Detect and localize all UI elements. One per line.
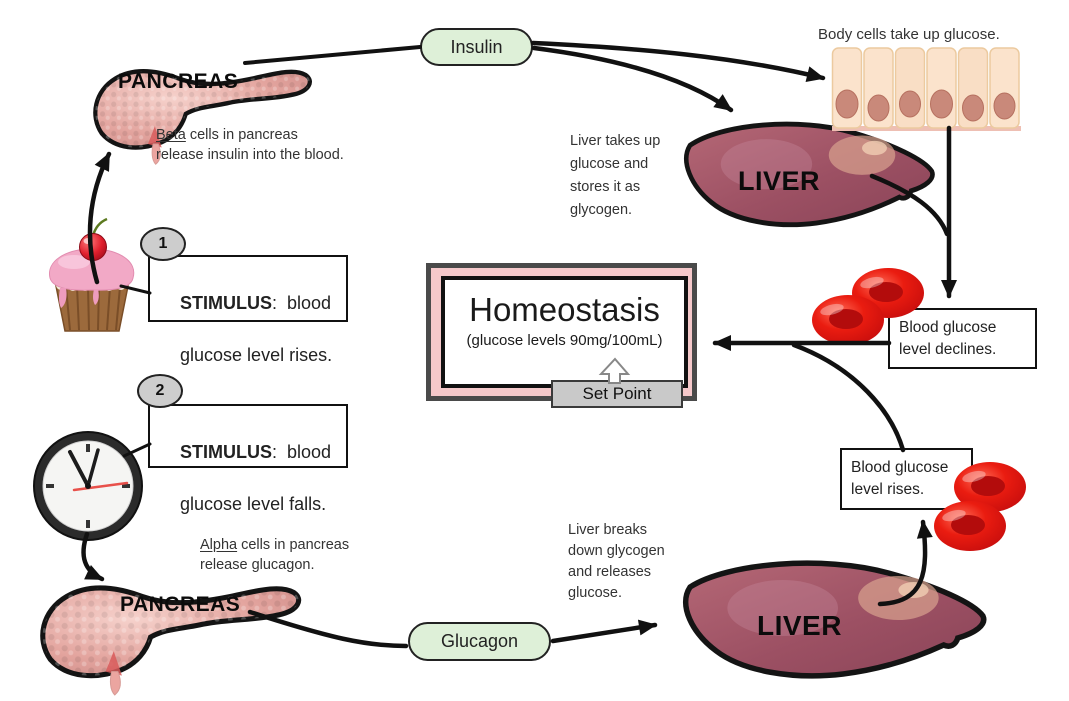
stimulus-2-badge: 2 xyxy=(137,374,183,408)
liver-bottom-label: LIVER xyxy=(757,610,842,641)
set-point-label: Set Point xyxy=(551,380,683,408)
cell-nuclei xyxy=(835,89,1016,122)
body-cells-illustration xyxy=(831,47,1021,131)
homeostasis-subtitle: (glucose levels 90mg/100mL) xyxy=(466,332,663,349)
pancreas-bottom-illustration xyxy=(34,566,306,698)
beta-cells-note: Beta cells in pancreas release insulin i… xyxy=(156,127,344,163)
body-cells-caption: Body cells take up glucose. xyxy=(818,26,1000,43)
glucagon-capsule-label: Glucagon xyxy=(408,622,551,661)
stimulus-1-box: STIMULUS: blood glucose level rises. xyxy=(148,255,348,365)
insulin-capsule-label: Insulin xyxy=(420,28,533,66)
homeostasis-inner-box: Homeostasis (glucose levels 90mg/100mL) xyxy=(441,276,688,388)
cupcake-illustration xyxy=(49,217,135,332)
homeostasis-box: Homeostasis (glucose levels 90mg/100mL) … xyxy=(426,263,697,408)
stimulus-1-badge: 1 xyxy=(140,227,186,261)
arrow-glucagon-to-liver xyxy=(550,619,658,644)
alpha-cells-note: Alpha cells in pancreas release glucagon… xyxy=(200,537,350,573)
homeostasis-title: Homeostasis xyxy=(469,291,660,328)
pancreas-bottom-label: PANCREAS xyxy=(120,593,241,616)
arrow-insulin-to-liver xyxy=(531,45,734,113)
red-blood-cells-bottom xyxy=(934,462,1026,551)
arrow-insulin-to-body-cells xyxy=(530,40,826,82)
body-cell xyxy=(831,47,1020,129)
stimulus-2-box: STIMULUS: blood glucose level falls. xyxy=(148,404,348,514)
red-blood-cells-top xyxy=(812,268,924,345)
clock-illustration xyxy=(33,431,143,541)
liver-top-label: LIVER xyxy=(738,166,821,196)
line-rises-to-homeostasis xyxy=(791,342,906,453)
pancreas-top-label: PANCREAS xyxy=(118,70,239,93)
